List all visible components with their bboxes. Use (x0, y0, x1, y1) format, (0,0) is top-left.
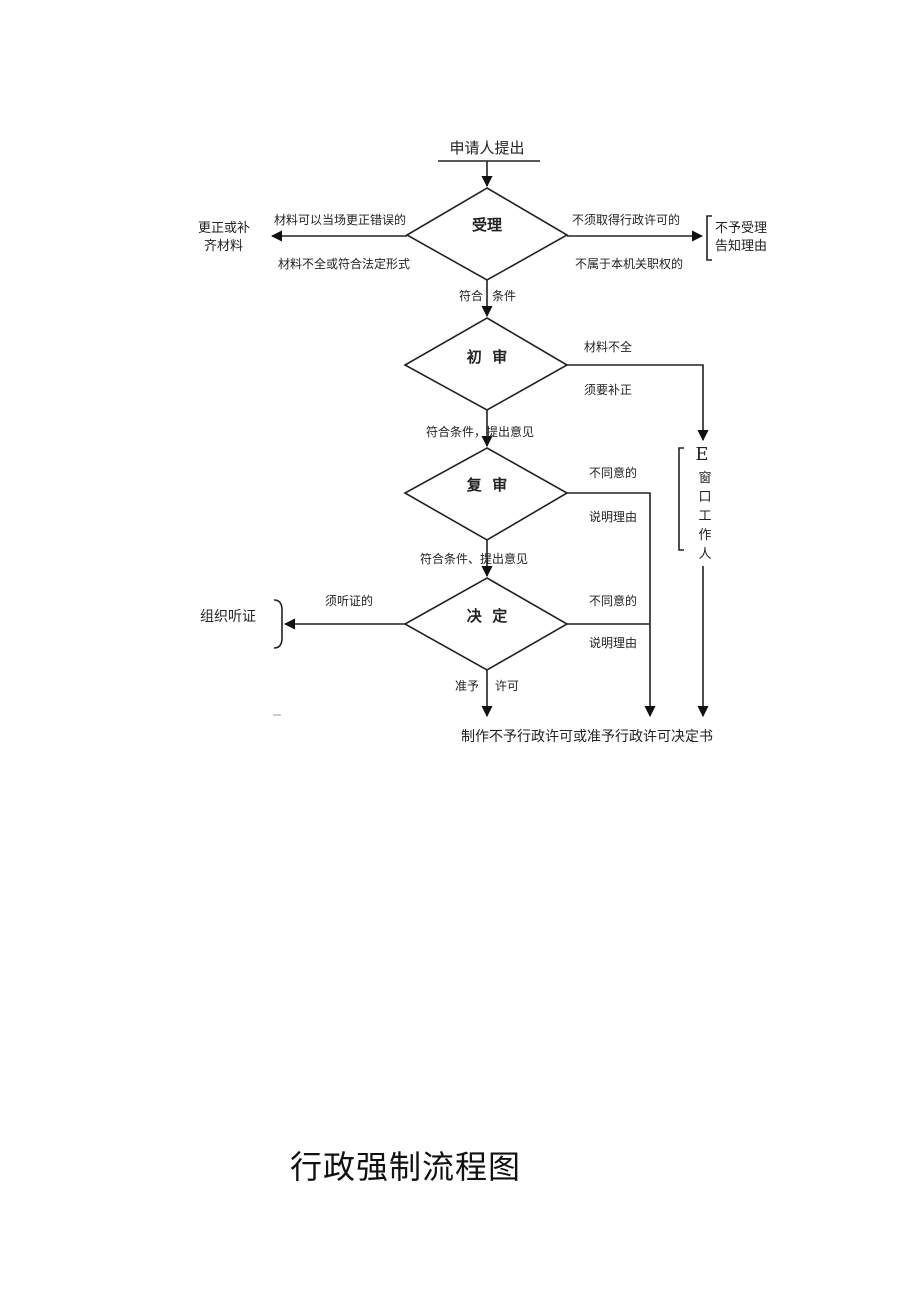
edge-label-initial-ok: 符合条件，提出意见 (426, 424, 534, 439)
edge-label-initial-incomplete: 材料不全 (584, 339, 632, 354)
outcome-final-document: 制作不予行政许可或准予行政许可决定书 (461, 729, 713, 745)
start-label: 申请人提出 (449, 139, 524, 157)
edge-label-incomplete: 材料不全或符合法定形式 (278, 256, 410, 271)
staff-box-bracket (678, 447, 684, 551)
staff-box-char: 工 (698, 509, 711, 524)
staff-box-char: 窗 (698, 470, 711, 486)
edge-label-second-disagree: 不同意的 (589, 465, 637, 480)
edge-label-correctable: 材料可以当场更正错误的 (274, 212, 406, 227)
edge-label-need-hearing: 须听证的 (325, 593, 373, 608)
edge-label-second-reason: 说明理由 (589, 509, 637, 524)
node-initial-review-label: 初 审 (467, 348, 507, 366)
edge-label-decision-disagree: 不同意的 (589, 593, 637, 608)
staff-box-letter: E (695, 444, 708, 465)
edge-label-not-jurisdiction: 不属于本机关职权的 (575, 256, 683, 271)
edge-initial-incomplete (567, 364, 709, 442)
node-decision-label: 决 定 (467, 607, 507, 625)
edge-label-decision-reason: 说明理由 (589, 635, 637, 650)
edge-label-grant-2: 许可 (495, 679, 519, 693)
edge-label-no-permit: 不须取得行政许可的 (572, 212, 680, 227)
outcome-fix-materials-1: 更正或补 (198, 221, 250, 236)
edge-second-disagree (567, 492, 656, 718)
staff-box-char: 口 (698, 490, 711, 505)
staff-box-char: 人 (698, 547, 711, 562)
outcome-reject-notice-1: 不予受理 (715, 221, 767, 236)
reject-bracket (706, 215, 712, 261)
node-accept-label: 受理 (472, 216, 502, 234)
node-second-review-diamond (403, 447, 569, 541)
node-accept-diamond (405, 187, 569, 281)
outcome-fix-materials-2: 齐材料 (204, 238, 243, 254)
edge-label-grant-1: 准予 (455, 679, 479, 693)
edge-label-accept-ok-1: 符合 (459, 288, 483, 303)
node-second-review-label: 复 审 (466, 476, 507, 494)
edge-label-second-ok: 符合条件、提出意见 (420, 551, 528, 566)
page-title: 行政强制流程图 (290, 1148, 522, 1186)
hearing-bracket (273, 599, 283, 649)
staff-box-char: 员 (698, 566, 711, 581)
staff-box-char: 作 (698, 528, 711, 543)
outcome-reject-notice-2: 告知理由 (715, 238, 767, 254)
edge-label-initial-need-fix: 须要补正 (584, 383, 632, 397)
edge-label-accept-ok-2: 条件 (492, 289, 516, 303)
outcome-hearing: 组织听证 (200, 609, 256, 625)
